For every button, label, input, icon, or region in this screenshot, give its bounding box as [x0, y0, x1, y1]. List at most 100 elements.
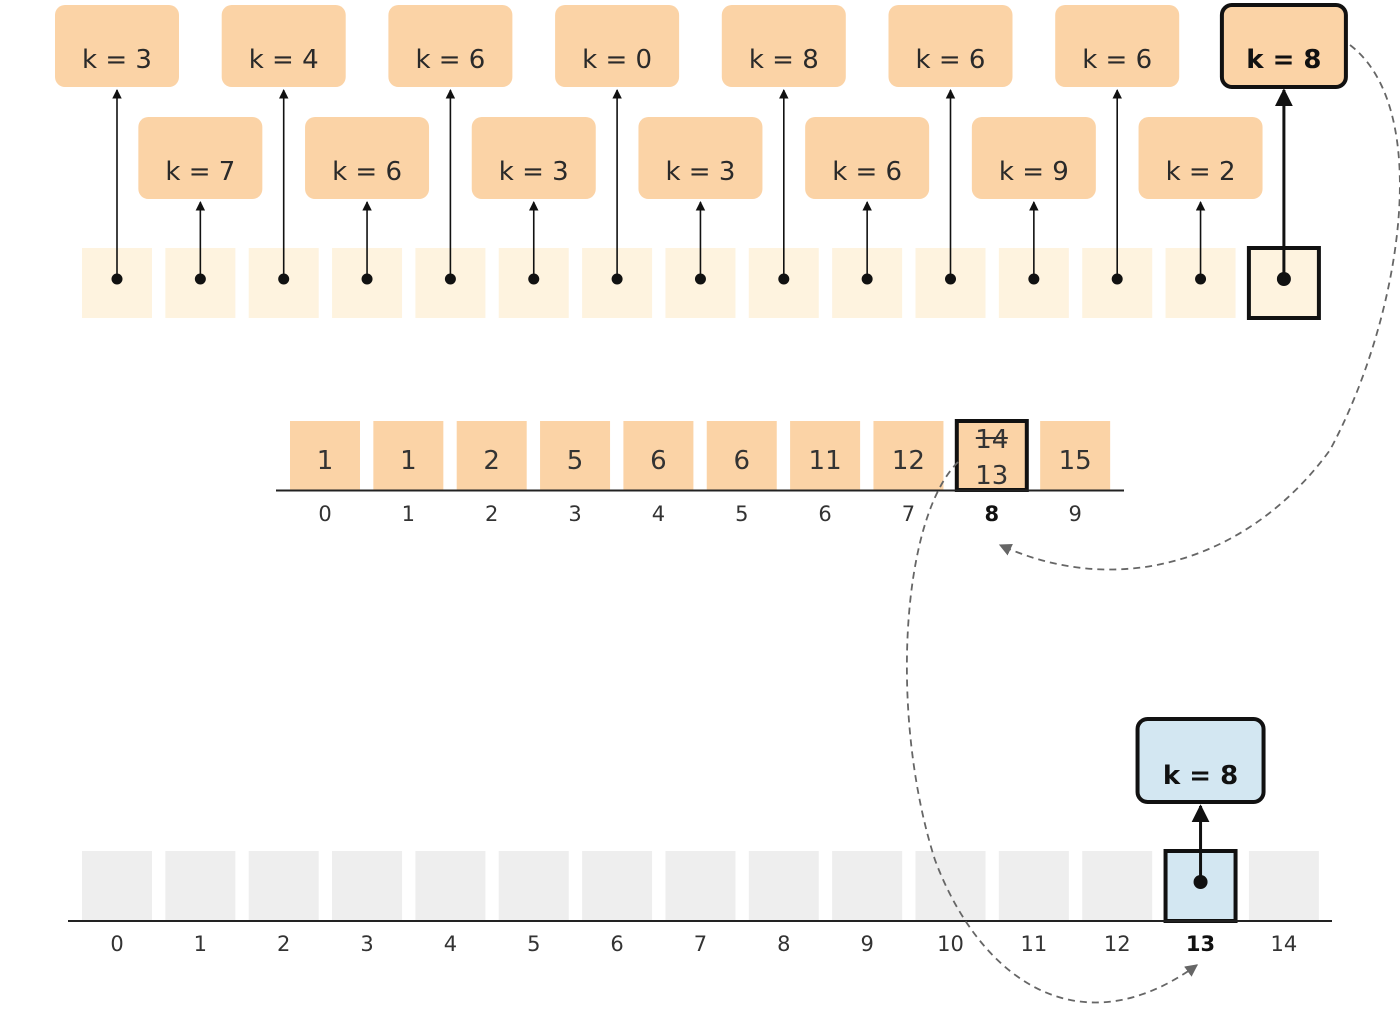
output-slot [832, 851, 903, 921]
output-slot [498, 851, 569, 921]
count-box [623, 421, 694, 490]
count-value: 6 [650, 446, 667, 476]
source-element: k = 2 [1138, 117, 1263, 318]
count-index-label: 2 [485, 502, 498, 526]
key-box [1138, 117, 1263, 199]
count-index-label: 0 [318, 502, 331, 526]
count-value: 1 [400, 446, 417, 476]
output-slot [248, 851, 319, 921]
count-index-label: 6 [818, 502, 831, 526]
source-element: k = 3 [471, 117, 596, 318]
count-cell: 1 [373, 421, 444, 490]
count-box [540, 421, 611, 490]
key-label: k = 3 [499, 157, 569, 187]
output-index-label: 6 [610, 932, 623, 956]
source-element: k = 0 [555, 5, 680, 318]
key-box [638, 117, 763, 199]
source-element: k = 8 [1219, 3, 1348, 320]
output-index-label: 10 [937, 932, 964, 956]
source-array: k = 3 k = 7 k = 4 k = 6 k = 6 k = 3 k = 0 k = 3… [55, 3, 1348, 320]
key-label: k = 2 [1166, 157, 1236, 187]
key-box [721, 5, 846, 87]
key-box [221, 5, 346, 87]
count-cell: 5 [540, 421, 611, 490]
placed-key-label: k = 8 [1163, 761, 1238, 791]
count-index-label: 5 [735, 502, 748, 526]
count-value: 2 [483, 446, 500, 476]
key-box [55, 5, 179, 87]
source-element: k = 3 [638, 117, 763, 318]
output-slot [915, 851, 986, 921]
count-index-label: 3 [568, 502, 581, 526]
count-box [1040, 421, 1111, 490]
output-index-label: 3 [360, 932, 373, 956]
output-index-label: 1 [194, 932, 207, 956]
key-label: k = 3 [82, 45, 152, 75]
key-box [305, 117, 430, 199]
output-slot [1082, 851, 1153, 921]
key-box [971, 117, 1096, 199]
key-label: k = 0 [582, 45, 652, 75]
key-box [471, 117, 596, 199]
count-index-label: 9 [1068, 502, 1081, 526]
count-box [373, 421, 444, 490]
source-element: k = 6 [388, 5, 513, 318]
new-count-value: 13 [975, 461, 1008, 491]
count-cell: 15 [1040, 421, 1111, 490]
output-index-label: 9 [860, 932, 873, 956]
count-value: 15 [1059, 446, 1092, 476]
output-index-label: 13 [1186, 932, 1215, 956]
flow-arrow-key-to-count [998, 44, 1400, 571]
count-cell: 6 [706, 421, 777, 490]
key-box [805, 117, 930, 199]
key-label: k = 6 [332, 157, 402, 187]
count-index-label: 7 [902, 502, 915, 526]
source-element: k = 8 [721, 5, 846, 318]
old-count-value: 14 [975, 425, 1008, 455]
output-slot [665, 851, 736, 921]
source-element: k = 4 [221, 5, 346, 318]
count-index-label: 4 [652, 502, 665, 526]
count-cell: 1 [290, 421, 360, 490]
output-index-label: 8 [777, 932, 790, 956]
source-element: k = 6 [305, 117, 430, 318]
current-key-box [1219, 3, 1348, 89]
key-label: k = 7 [165, 157, 235, 187]
key-label: k = 8 [1246, 45, 1321, 75]
key-box [555, 5, 680, 87]
output-index-label: 2 [277, 932, 290, 956]
key-label: k = 6 [832, 157, 902, 187]
key-label: k = 9 [999, 157, 1069, 187]
output-slot [748, 851, 819, 921]
placed-key-box [1135, 717, 1266, 804]
count-index-label: 8 [984, 502, 999, 526]
count-box [456, 421, 527, 490]
key-label: k = 3 [665, 157, 735, 187]
output-index-label: 14 [1271, 932, 1298, 956]
output-slot [332, 851, 403, 921]
source-element: k = 7 [138, 117, 263, 318]
key-label: k = 4 [249, 45, 319, 75]
key-box [388, 5, 513, 87]
count-box [873, 421, 944, 490]
count-box [706, 421, 777, 490]
key-box [888, 5, 1013, 87]
output-slot [82, 851, 152, 921]
count-cell: 2 [456, 421, 527, 490]
count-value: 1 [317, 446, 334, 476]
count-cell: 11 [790, 421, 861, 490]
key-label: k = 6 [415, 45, 485, 75]
flow-arrow-count-to-output [905, 461, 1199, 1004]
key-box [138, 117, 263, 199]
output-slot [998, 851, 1069, 921]
output-index-label: 0 [110, 932, 123, 956]
output-index-label: 12 [1104, 932, 1131, 956]
source-element: k = 3 [55, 5, 179, 318]
source-element: k = 6 [888, 5, 1013, 318]
source-element: k = 9 [971, 117, 1096, 318]
output-slot [415, 851, 486, 921]
key-label: k = 6 [916, 45, 986, 75]
